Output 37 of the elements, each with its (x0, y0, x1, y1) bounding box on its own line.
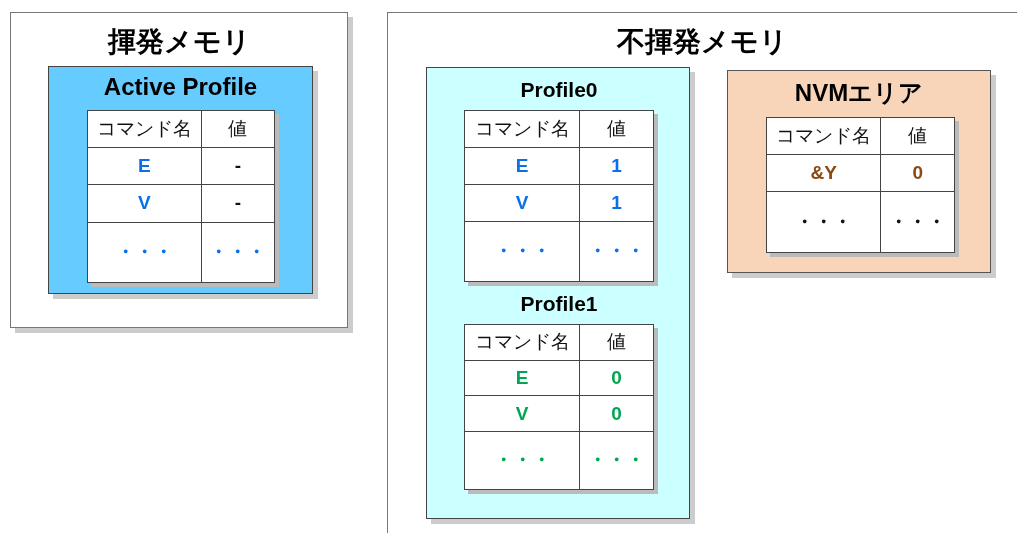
value-entry: 1 (580, 147, 653, 185)
command-name: E (88, 148, 202, 186)
column-header: 値 (201, 111, 274, 149)
value-entry: ・・・ (587, 448, 646, 473)
column-header: コマンド名 (465, 111, 580, 148)
command-name: E (465, 147, 580, 185)
command-name: &Y (767, 155, 882, 193)
command-name: V (465, 396, 580, 432)
value-entry: 0 (580, 360, 653, 397)
table-heading: Profile1 (520, 291, 598, 317)
value-entry: 1 (580, 184, 653, 222)
command-name: V (465, 184, 580, 222)
panel-title: 不揮発メモリ (617, 25, 788, 59)
command-name: E (465, 360, 580, 397)
value-entry: ・・・ (888, 210, 948, 235)
command-name: ・・・ (465, 221, 580, 281)
command-name: ・・・ (767, 192, 882, 252)
panel-title: Active Profile (103, 73, 258, 101)
value-entry: 0 (580, 396, 653, 432)
panel-title: 揮発メモリ (107, 25, 251, 59)
column-header: 値 (580, 325, 653, 361)
command-name: ・・・ (465, 431, 580, 489)
value-entry: ・・・ (587, 239, 646, 264)
panel-title: NVMエリア (794, 78, 924, 108)
command-name: V (88, 185, 202, 223)
value-entry: - (201, 185, 274, 223)
command-name: ・・・ (88, 222, 202, 282)
table-heading: Profile0 (520, 77, 598, 103)
column-header: コマンド名 (767, 118, 882, 156)
value-entry: - (201, 148, 274, 186)
column-header: 値 (881, 118, 954, 156)
memory-panel (387, 12, 1017, 533)
column-header: 値 (580, 111, 653, 148)
column-header: コマンド名 (88, 111, 202, 149)
value-entry: 0 (881, 155, 954, 193)
value-entry: ・・・ (208, 240, 268, 265)
column-header: コマンド名 (465, 325, 580, 361)
